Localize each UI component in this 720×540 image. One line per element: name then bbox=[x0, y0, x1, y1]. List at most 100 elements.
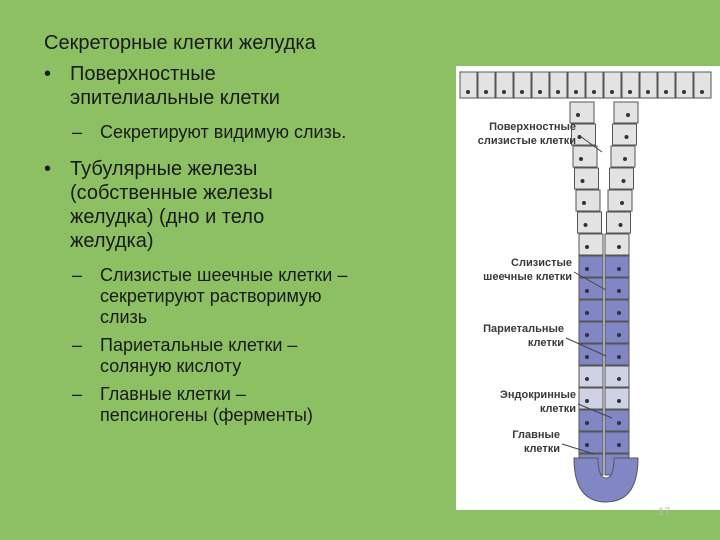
gland-cell-right bbox=[604, 233, 630, 256]
gland-cell-left bbox=[578, 255, 604, 278]
bullet-tubular-glands: • Тубулярные железы (собственные железы … bbox=[44, 157, 444, 253]
cell-nucleus bbox=[617, 355, 621, 359]
surface-epithelial-cell bbox=[549, 71, 568, 99]
subbullet-parietal-cells: – Париетальные клетки – соляную кислоту bbox=[44, 335, 444, 377]
subbullet-marker: – bbox=[72, 335, 83, 355]
cell-nucleus bbox=[585, 245, 589, 249]
gland-cell-left bbox=[577, 211, 602, 234]
subbullet-marker: – bbox=[72, 265, 83, 285]
surface-epithelial-cell bbox=[531, 71, 550, 99]
subbullet-text-line: Главные клетки – bbox=[100, 384, 246, 404]
gland-cell-right bbox=[612, 123, 637, 146]
label-pointer-line bbox=[579, 135, 603, 153]
cell-nucleus bbox=[585, 333, 589, 337]
bullet-text-line: эпителиальные клетки bbox=[70, 87, 280, 109]
cell-nucleus bbox=[576, 113, 580, 117]
gland-cell-left bbox=[578, 343, 604, 366]
gland-cell-left bbox=[578, 431, 604, 454]
cell-nucleus bbox=[628, 90, 632, 94]
bullet-marker: • bbox=[44, 158, 52, 180]
gastric-gland-illustration bbox=[459, 71, 712, 503]
surface-epithelial-cell bbox=[459, 71, 478, 99]
surface-epithelial-cell bbox=[585, 71, 604, 99]
gastric-gland-figure: Поверхностные слизистые клетки Слизистые… bbox=[456, 66, 720, 510]
gland-cell-right bbox=[609, 167, 634, 190]
surface-epithelial-cell bbox=[495, 71, 514, 99]
label-parietal-cells: Париетальные клетки bbox=[483, 323, 564, 349]
cell-nucleus bbox=[700, 90, 704, 94]
cell-nucleus bbox=[520, 90, 524, 94]
cell-nucleus bbox=[617, 267, 621, 271]
cell-nucleus bbox=[466, 90, 470, 94]
label-pointer-line bbox=[573, 271, 607, 291]
label-endocrine-cells: Эндокринные клетки bbox=[500, 389, 576, 415]
gland-cell-right bbox=[604, 431, 630, 454]
cell-nucleus bbox=[579, 157, 583, 161]
gland-cell-right bbox=[604, 255, 630, 278]
gland-cell-right bbox=[604, 343, 630, 366]
cell-nucleus bbox=[592, 90, 596, 94]
cell-nucleus bbox=[585, 421, 589, 425]
bullet-list: • Поверхностные эпителиальные клетки – С… bbox=[44, 62, 444, 426]
cell-nucleus bbox=[585, 267, 589, 271]
subbullet-text-line: слизь bbox=[100, 307, 148, 327]
gland-cell-right bbox=[606, 211, 631, 234]
subbullet-marker: – bbox=[72, 384, 83, 404]
bullet-surface-cells: • Поверхностные эпителиальные клетки bbox=[44, 62, 444, 110]
gland-cell-right bbox=[610, 145, 636, 168]
cell-nucleus bbox=[585, 289, 589, 293]
gland-cell-left bbox=[578, 365, 604, 388]
label-pointer-line bbox=[561, 443, 595, 455]
gland-cell-left bbox=[571, 123, 596, 146]
subbullet-chief-cells: – Главные клетки – пепсиногены (ферменты… bbox=[44, 384, 444, 426]
subbullet-visible-mucus: – Секретируют видимую слизь. bbox=[44, 122, 444, 143]
cell-nucleus bbox=[617, 333, 621, 337]
cell-nucleus bbox=[621, 179, 626, 183]
gland-cell-left bbox=[575, 189, 601, 212]
bullet-text-line: Тубулярные железы bbox=[70, 158, 258, 180]
cell-nucleus bbox=[538, 90, 542, 94]
gland-cell-right bbox=[604, 409, 630, 432]
surface-epithelial-cell bbox=[477, 71, 496, 99]
gland-cell-right bbox=[604, 321, 630, 344]
cell-nucleus bbox=[617, 245, 621, 249]
bullet-text-line: желудка) (дно и тело bbox=[70, 206, 265, 228]
surface-epithelial-cell bbox=[657, 71, 676, 99]
surface-epithelial-cell bbox=[567, 71, 586, 99]
label-pointer-line bbox=[577, 403, 613, 419]
cell-nucleus bbox=[585, 399, 589, 403]
bullet-text-line: желудка) bbox=[70, 230, 154, 252]
subbullet-text-line: Слизистые шеечные клетки – bbox=[100, 265, 348, 285]
gland-cell-right bbox=[604, 277, 630, 300]
bullet-text-line: Поверхностные bbox=[70, 63, 216, 85]
cell-nucleus bbox=[556, 90, 560, 94]
page-number: 17 bbox=[658, 506, 671, 518]
surface-epithelial-cell bbox=[693, 71, 712, 99]
cell-nucleus bbox=[484, 90, 488, 94]
subbullet-marker: – bbox=[72, 122, 83, 142]
gland-cell-right bbox=[604, 365, 630, 388]
cell-nucleus bbox=[583, 223, 588, 227]
cell-nucleus bbox=[664, 90, 668, 94]
bullet-marker: • bbox=[44, 63, 52, 85]
cell-nucleus bbox=[617, 399, 621, 403]
label-mucous-neck-cells: Слизистые шеечные клетки bbox=[483, 257, 572, 283]
cell-nucleus bbox=[502, 90, 506, 94]
cell-nucleus bbox=[610, 90, 614, 94]
gland-base bbox=[573, 457, 639, 503]
cell-nucleus bbox=[585, 377, 589, 381]
subbullet-text-line: пепсиногены (ферменты) bbox=[100, 405, 313, 425]
cell-nucleus bbox=[617, 289, 621, 293]
cell-nucleus bbox=[682, 90, 686, 94]
subbullet-text-line: соляную кислоту bbox=[100, 356, 242, 376]
label-chief-cells: Главные клетки bbox=[512, 429, 560, 455]
subbullet-text-line: Париетальные клетки – bbox=[100, 335, 298, 355]
surface-epithelial-cell bbox=[675, 71, 694, 99]
subbullet-text-line: секретируют растворимую bbox=[100, 286, 322, 306]
cell-nucleus bbox=[618, 223, 623, 227]
gland-cell-left bbox=[578, 299, 604, 322]
surface-epithelial-cell bbox=[513, 71, 532, 99]
gland-cell-left bbox=[578, 233, 604, 256]
label-pointer-line bbox=[565, 337, 607, 357]
